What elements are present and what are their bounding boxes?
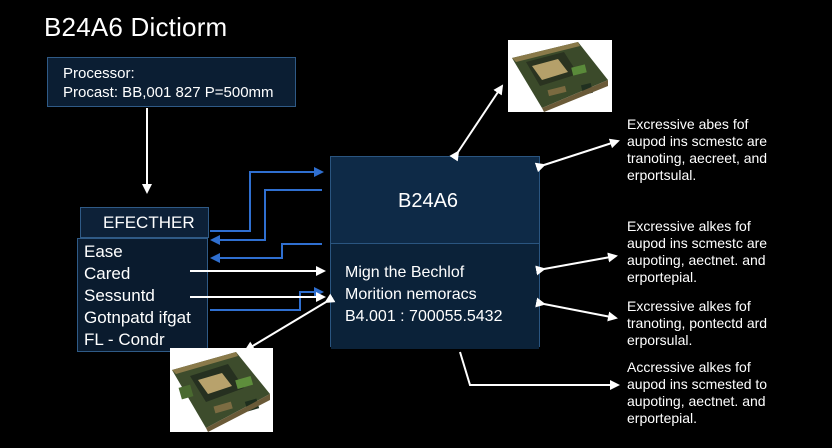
b24a6-title: B24A6 [398, 190, 459, 212]
detail-line: B4.001 : 700055.5432 [345, 308, 503, 325]
efecther-list: Ease Cared Sessuntd Gotnpatd ifgat FL - … [77, 238, 208, 352]
processor-label: Processor: [63, 65, 135, 82]
arrow-to-note-1 [534, 138, 620, 173]
arrow-to-note-4 [459, 351, 620, 390]
note-line: aupoting, aectnet. and [627, 393, 766, 409]
note-line: Excressive alkes fof [627, 218, 751, 234]
list-item: Ease [84, 242, 123, 261]
note-line: aupod ins scmested to [627, 376, 768, 392]
annotation-note-3: Excressive alkes fof tranoting, pontectd… [627, 298, 767, 349]
list-item: Cared [84, 264, 131, 283]
note-line: Accressive alkes fof [627, 359, 751, 375]
processor-spec: Procast: BB,001 827 P=500mm [63, 84, 274, 101]
note-line: aupod ins scmestc are [627, 133, 768, 149]
note-line: erportepial. [627, 410, 698, 426]
note-line: aupoting, aectnet. and [627, 252, 766, 268]
processor-box: Processor: Procast: BB,001 827 P=500mm [47, 57, 296, 107]
circuit-board-icon [512, 42, 608, 112]
detail-line: Morition nemoracs [345, 286, 477, 303]
arrow-to-note-2 [535, 252, 618, 276]
arrow-to-note-3 [535, 297, 618, 322]
blue-connector-1 [210, 167, 324, 232]
blue-connector-3 [210, 243, 322, 263]
circuit-board-icon [172, 352, 270, 432]
efecther-header-label: EFECTHER [103, 213, 195, 232]
arrow-b24a6-to-bottom-image [244, 293, 336, 352]
note-line: tranoting, aecreet, and [627, 150, 768, 166]
b24a6-box: B24A6 Mign the Bechlof Morition nemoracs… [330, 156, 540, 349]
detail-line: Mign the Bechlof [345, 264, 465, 281]
annotation-note-2: Excressive alkes fof aupod ins scmestc a… [627, 218, 767, 286]
note-line: erporsulal. [627, 332, 693, 348]
circuit-board-image-bottom [170, 348, 273, 432]
list-item: Gotnpatd ifgat [84, 308, 191, 327]
list-item: FL - Condr [84, 330, 165, 349]
note-line: Excressive abes fof [627, 116, 749, 132]
note-line: tranoting, pontectd ard [627, 315, 768, 331]
note-line: erportepial. [627, 269, 698, 285]
blue-connector-4 [210, 287, 324, 311]
note-line: erportsulal. [627, 167, 697, 183]
blue-connector-2 [210, 189, 322, 245]
list-item: Sessuntd [84, 286, 155, 305]
note-line: aupod ins scmestc are [627, 235, 768, 251]
annotation-note-1: Excressive abes fof aupod ins scmestc ar… [627, 116, 767, 184]
circuit-board-image-top [508, 40, 612, 112]
diagram-title: B24A6 Dictiorm [44, 12, 228, 42]
efecther-header: EFECTHER [80, 207, 209, 238]
annotation-note-4: Accressive alkes fof aupod ins scmested … [627, 359, 767, 427]
arrow-b24a6-to-top-image [449, 84, 504, 162]
note-line: Excressive alkes fof [627, 298, 751, 314]
b24a6-details-panel: Mign the Bechlof Morition nemoracs B4.00… [331, 243, 539, 349]
